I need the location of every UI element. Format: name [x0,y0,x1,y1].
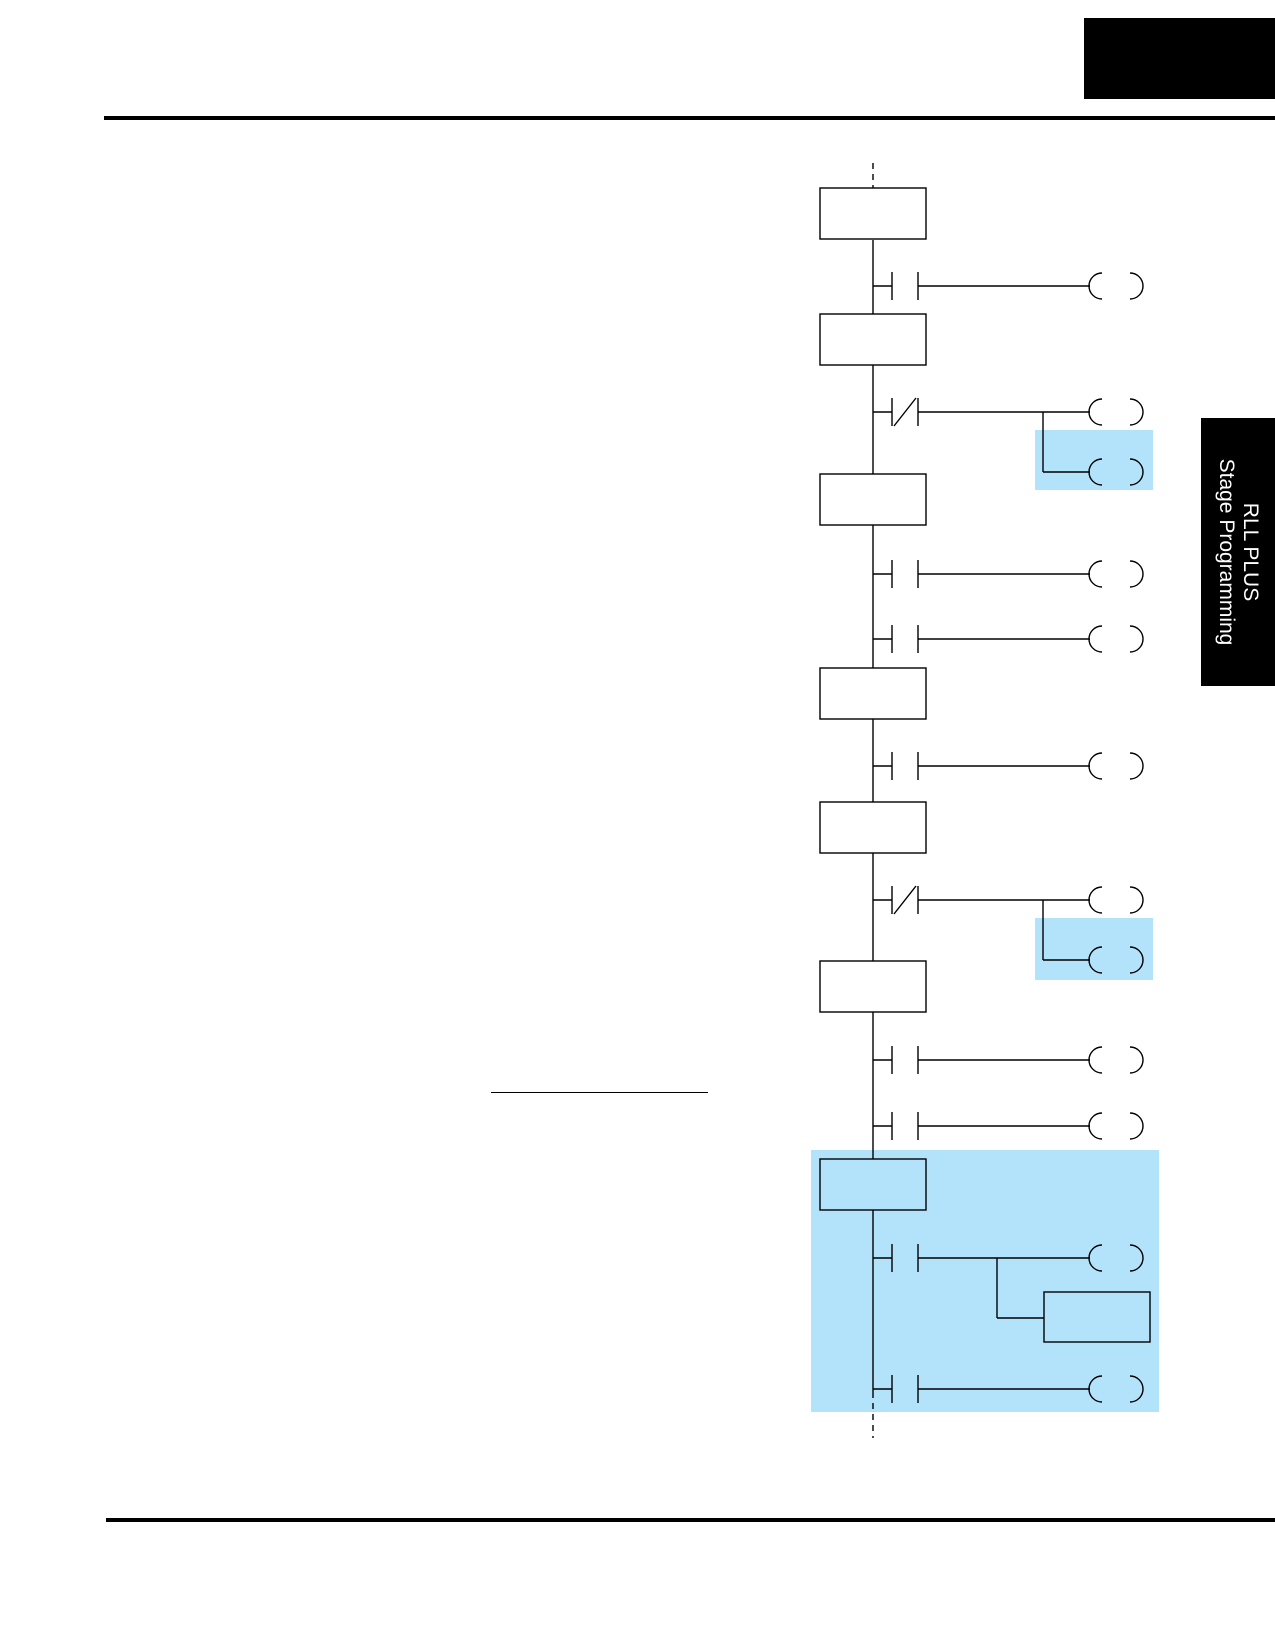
rung-6-branch [1042,900,1090,961]
rung-7-no-contact [873,1046,1090,1074]
rung-5-coil-right [1129,752,1144,780]
rung-8-coil-left [1088,1112,1103,1140]
stage-box-1 [819,187,927,240]
stage-box-3 [819,473,927,526]
rung-3-coil-left [1088,560,1103,588]
stage-box-7 [819,1158,927,1211]
rung-8-coil-right [1129,1112,1144,1140]
rung-2-branch-coil-right [1129,458,1144,486]
header-rule [104,116,1275,120]
rung-9-coil-right [1129,1244,1144,1272]
rung-6-branch-coil-left [1088,946,1103,974]
stage-box-5 [819,801,927,854]
rung-3-coil-right [1129,560,1144,588]
rung-5-no-contact [873,752,1090,780]
rung-2-nc-contact [873,397,1090,427]
rung-4-no-contact [873,625,1090,653]
rung-2-coil-right [1129,398,1144,426]
rung-7-coil-right [1129,1046,1144,1074]
rung-10-coil-left [1088,1375,1103,1403]
rung-9-coil-left [1088,1244,1103,1272]
rung-6-branch-coil-right [1129,946,1144,974]
rung-4-coil-right [1129,625,1144,653]
section-side-tab: RLL PLUS Stage Programming [1201,418,1275,686]
rung-6-nc-contact [873,885,1090,915]
rung-7-coil-left [1088,1046,1103,1074]
rung-5-coil-left [1088,752,1103,780]
rung-6-coil-right [1129,886,1144,914]
rung-6-coil-left [1088,886,1103,914]
text-separator-rule [491,1092,708,1093]
rung-2-branch-coil-left [1088,458,1103,486]
rung-9-instruction-box [1043,1291,1151,1343]
rung-10-no-contact [873,1375,1090,1403]
rung-9-branch [996,1258,1044,1319]
stage-box-6 [819,960,927,1013]
rung-2-branch [1042,412,1090,473]
stage-box-2 [819,313,927,366]
rung-1-coil-right [1129,272,1144,300]
stage-box-4 [819,667,927,720]
rung-1-coil-left [1088,272,1103,300]
rung-10-coil-right [1129,1375,1144,1403]
rung-1-no-contact [873,272,1090,300]
footer-rule [106,1518,1275,1522]
rung-8-no-contact [873,1112,1090,1140]
chapter-number-block [1084,18,1275,99]
rung-3-no-contact [873,560,1090,588]
rung-2-coil-left [1088,398,1103,426]
rung-9-no-contact [873,1244,1090,1272]
rung-4-coil-left [1088,625,1103,653]
